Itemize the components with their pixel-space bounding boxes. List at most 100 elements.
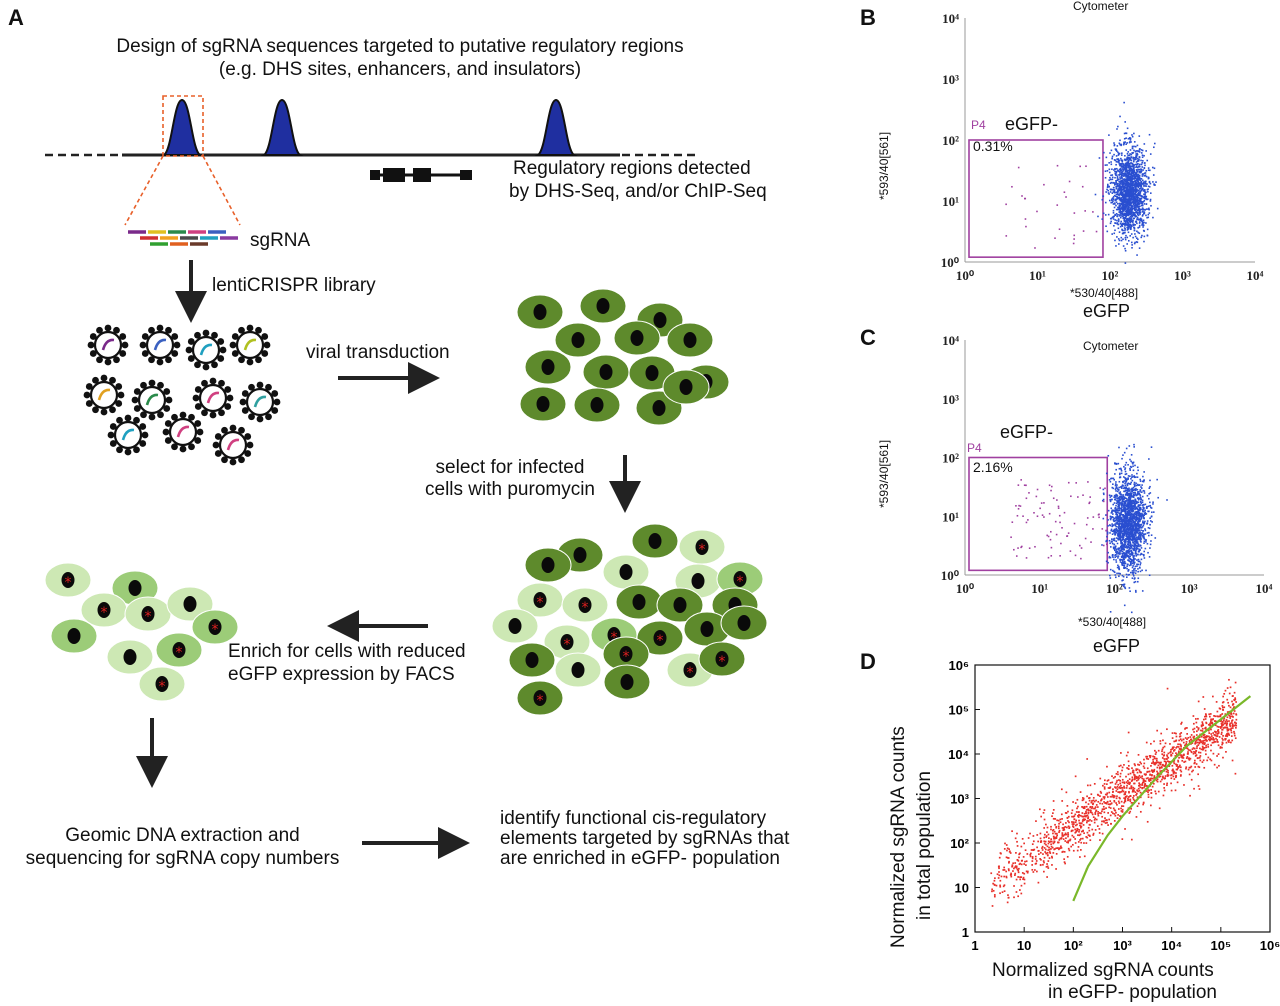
point [1115, 170, 1118, 173]
point [1131, 184, 1133, 186]
point [1034, 855, 1037, 858]
point [1217, 753, 1220, 755]
point [1122, 180, 1124, 183]
point [1066, 826, 1068, 829]
point [1136, 222, 1138, 225]
point [1143, 209, 1145, 211]
point [1120, 188, 1123, 190]
point [1189, 794, 1191, 797]
point [1064, 840, 1067, 842]
point [1218, 764, 1220, 767]
point [1209, 713, 1212, 715]
point [1121, 182, 1123, 184]
cell: * [678, 529, 726, 565]
point [1120, 189, 1123, 192]
point [1019, 862, 1021, 865]
point [1122, 197, 1125, 199]
point [1115, 183, 1117, 185]
point [1142, 224, 1145, 227]
point [1101, 820, 1103, 823]
cell: * [44, 562, 92, 598]
point [1072, 836, 1075, 838]
point [1052, 852, 1055, 854]
point [1113, 800, 1116, 803]
point [1138, 151, 1141, 153]
point [1115, 160, 1118, 163]
point [1140, 182, 1143, 185]
point [1054, 818, 1057, 820]
point [1079, 791, 1082, 793]
point [1078, 830, 1080, 833]
point [1127, 225, 1129, 228]
point [1079, 814, 1082, 817]
point [1122, 163, 1125, 165]
point [1115, 193, 1118, 196]
point [1034, 869, 1036, 871]
point [1123, 207, 1125, 210]
point [1129, 167, 1131, 170]
point [1124, 196, 1127, 198]
point [1118, 168, 1121, 171]
point [1121, 228, 1123, 231]
point [1085, 810, 1087, 813]
point [1046, 826, 1049, 829]
point [1128, 203, 1131, 205]
point [1120, 143, 1122, 146]
point [1133, 782, 1135, 785]
point [1104, 170, 1107, 173]
point [1147, 190, 1149, 193]
point [1094, 193, 1097, 196]
sgrna-bars [128, 230, 238, 246]
point [1134, 145, 1137, 148]
point [1147, 793, 1150, 796]
point [1118, 142, 1121, 145]
point [1124, 828, 1126, 830]
point [1089, 811, 1092, 814]
point [1154, 184, 1156, 186]
point [1068, 827, 1071, 830]
point [1107, 787, 1110, 789]
point [1115, 208, 1118, 211]
point [1131, 246, 1133, 249]
point [1116, 803, 1118, 806]
point [1137, 192, 1139, 195]
point [1132, 219, 1134, 222]
point [1124, 262, 1127, 264]
point [1115, 167, 1118, 170]
point [1050, 838, 1053, 841]
point [1110, 163, 1113, 166]
cell-cluster-selected: *********** [491, 523, 768, 716]
point [1133, 166, 1135, 169]
point [1131, 170, 1133, 172]
point [1003, 875, 1006, 878]
point [1111, 168, 1113, 171]
y-tick-label: 10⁴ [948, 747, 969, 762]
point [1077, 841, 1080, 843]
point [1129, 184, 1132, 186]
point [1115, 204, 1117, 207]
point [1222, 709, 1225, 711]
point [1107, 192, 1110, 194]
point [1114, 167, 1116, 170]
point [1182, 741, 1185, 744]
point [1110, 161, 1112, 163]
point [1075, 811, 1078, 813]
point [1227, 728, 1230, 731]
cell [554, 322, 602, 358]
cell [516, 294, 564, 330]
cell [613, 320, 661, 356]
point [1128, 199, 1131, 202]
point [1132, 189, 1134, 192]
point [1173, 778, 1176, 780]
point [1116, 145, 1119, 147]
point [1128, 212, 1131, 215]
point [1053, 848, 1056, 851]
point [1127, 209, 1130, 211]
point [1145, 214, 1147, 217]
point [1086, 784, 1089, 787]
point [1122, 210, 1125, 212]
point [1214, 720, 1216, 722]
point [1123, 164, 1125, 166]
point [1184, 737, 1187, 739]
point [1127, 231, 1130, 234]
